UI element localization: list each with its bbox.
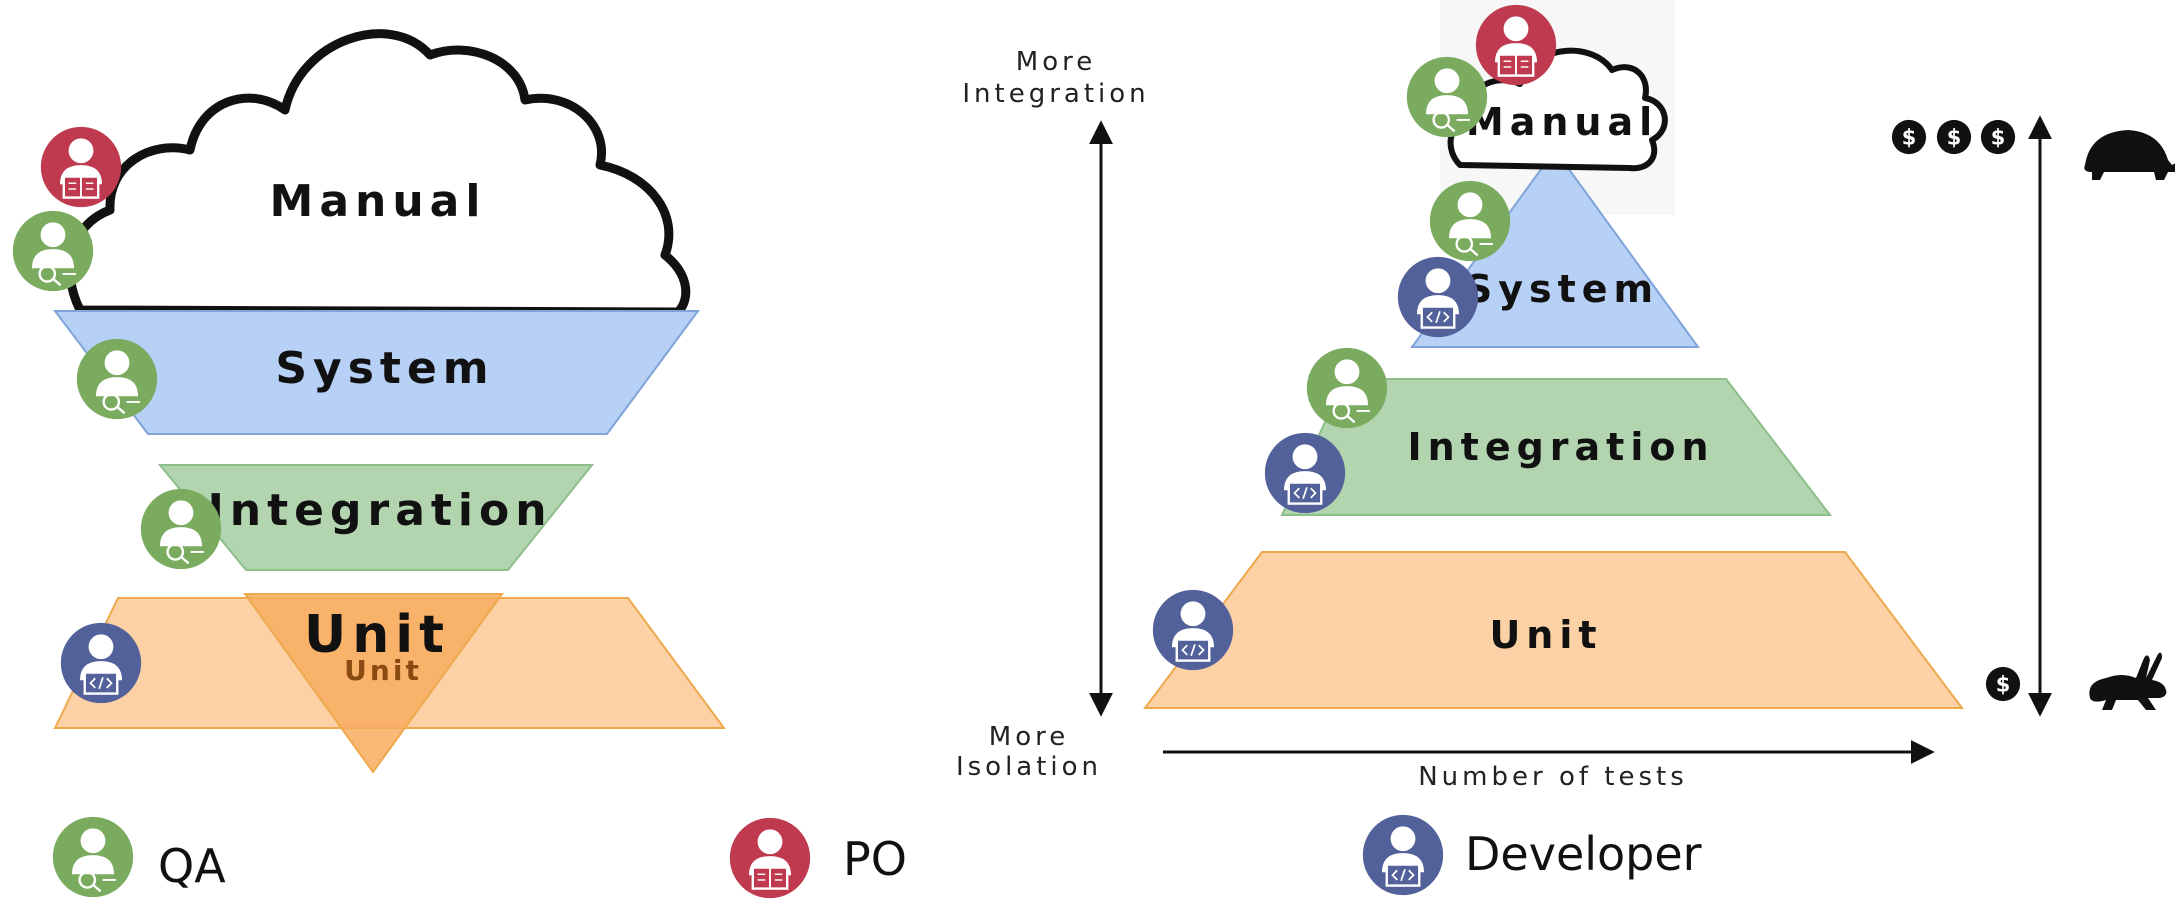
right-qa-avatar-system-icon xyxy=(1428,179,1512,263)
left-qa-avatar-manual-icon xyxy=(11,209,95,293)
right-axis-top-line2: Integration xyxy=(962,79,1149,109)
legend-po-avatar-icon xyxy=(728,816,812,900)
legend-po-label: PO xyxy=(843,832,907,886)
legend-developer-avatar-icon xyxy=(1361,813,1445,897)
legend-po: PO xyxy=(728,816,907,900)
right-integration-label: Integration xyxy=(1407,425,1714,469)
right-axis-bottom-line2: Isolation xyxy=(956,752,1102,782)
right-x-axis-label: Number of tests xyxy=(1418,762,1688,792)
right-system-label: System xyxy=(1465,267,1659,311)
left-developer-avatar-icon xyxy=(59,621,143,705)
left-manual-cloud xyxy=(65,29,691,317)
legend-qa-label: QA xyxy=(158,839,226,893)
left-system-label: System xyxy=(275,343,494,394)
dollar-coin-icon xyxy=(1936,119,1972,155)
legend-qa: QA xyxy=(51,815,226,899)
legend: QA PO Developer xyxy=(51,813,1702,900)
right-po-avatar-icon xyxy=(1474,3,1558,87)
dollar-coin-icon xyxy=(1891,119,1927,155)
legend-developer: Developer xyxy=(1361,813,1702,897)
left-qa-avatar-integration-icon xyxy=(139,487,223,571)
legend-qa-avatar-icon xyxy=(51,815,135,899)
turtle-icon xyxy=(2084,130,2175,180)
left-diagram: Manual System Integration Unit Unit xyxy=(11,29,726,774)
rabbit-icon xyxy=(2089,652,2167,710)
legend-developer-label: Developer xyxy=(1465,827,1702,881)
left-po-avatar-icon xyxy=(39,125,123,209)
cost-high-coins xyxy=(1891,119,2016,155)
right-axis-bottom-line1: More xyxy=(989,722,1069,752)
left-qa-avatar-system-icon xyxy=(75,337,159,421)
cost-low-coin-icon xyxy=(1985,666,2021,702)
right-diagram: More Integration More Isolation Number o… xyxy=(956,0,2175,792)
left-manual-label: Manual xyxy=(270,176,487,227)
right-qa-avatar-manual-icon xyxy=(1405,55,1489,139)
left-unit-cone xyxy=(243,593,504,774)
dollar-coin-icon xyxy=(1980,119,2016,155)
right-developer-avatar-system-icon xyxy=(1396,255,1480,339)
right-developer-avatar-integration-icon xyxy=(1263,431,1347,515)
left-unit-label: Unit xyxy=(304,605,450,665)
right-developer-avatar-unit-icon xyxy=(1151,588,1235,672)
right-qa-avatar-integration-icon xyxy=(1305,346,1389,430)
right-unit-label: Unit xyxy=(1489,613,1602,657)
right-manual-label: Manual xyxy=(1466,100,1658,144)
left-unit-small-label: Unit xyxy=(344,654,422,687)
left-integration-label: Integration xyxy=(207,485,552,536)
right-axis-top-line1: More xyxy=(1016,47,1096,77)
